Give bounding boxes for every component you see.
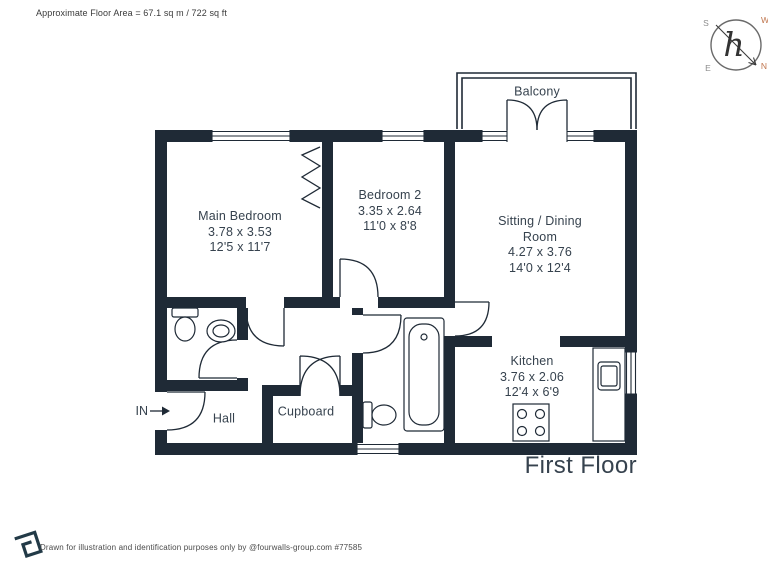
door-arc xyxy=(198,339,238,379)
compass-east: E xyxy=(705,63,711,73)
wardrobe-zigzag xyxy=(300,146,322,209)
sink-icon xyxy=(206,319,236,343)
door-arc xyxy=(506,99,538,131)
room-dim-metric: 3.78 x 3.53 xyxy=(207,224,273,239)
door-arc xyxy=(245,307,285,347)
compass-monogram: h xyxy=(723,25,744,64)
window xyxy=(211,130,637,455)
door-arc xyxy=(339,258,379,298)
door-arc xyxy=(454,301,490,337)
room-dim-imperial: 12'5 x 11'7 xyxy=(209,239,271,254)
room-dim-metric: 4.27 x 3.76 xyxy=(507,245,573,259)
room-label-kitchen: Kitchen 3.76 x 2.06 12'4 x 6'9 xyxy=(500,354,564,401)
door-arc xyxy=(166,391,206,431)
room-dim-imperial: 12'4 x 6'9 xyxy=(504,384,560,399)
floor-area-note: Approximate Floor Area = 67.1 sq m / 722… xyxy=(36,8,227,18)
room-name: Cupboard xyxy=(277,404,335,419)
toilet-icon xyxy=(171,307,199,342)
room-label-balcony: Balcony xyxy=(514,84,560,100)
door-arc xyxy=(536,99,568,131)
stove-icon xyxy=(512,403,550,442)
entrance-arrow-icon xyxy=(150,406,170,416)
room-dim-metric: 3.35 x 2.64 xyxy=(357,203,423,218)
door-arcs xyxy=(166,99,568,431)
room-name: Balcony xyxy=(514,84,560,99)
room-name: Hall xyxy=(212,411,236,426)
door-arc xyxy=(299,355,341,397)
room-name: Kitchen xyxy=(510,353,554,368)
fourwalls-logo xyxy=(14,530,43,559)
toilet-icon xyxy=(362,401,397,429)
kitchen-sink-icon xyxy=(592,347,626,442)
room-label-sitting-dining: Sitting / Dining Room 4.27 x 3.76 14'0 x… xyxy=(490,214,590,276)
balcony-railing xyxy=(456,72,637,129)
floor-title: First Floor xyxy=(524,452,637,479)
room-label-hall: Hall xyxy=(213,411,235,427)
room-label-bedroom-2: Bedroom 2 3.35 x 2.64 11'0 x 8'8 xyxy=(358,188,422,235)
disclaimer-text: Drawn for illustration and identificatio… xyxy=(40,543,363,552)
room-dim-imperial: 14'0 x 12'4 xyxy=(509,260,571,275)
compass-north: N xyxy=(761,61,767,71)
compass-west: W xyxy=(761,15,768,25)
compass-south: S xyxy=(703,18,709,28)
room-name: Sitting / Dining Room xyxy=(498,214,582,244)
entrance-label: IN xyxy=(135,404,149,418)
fixtures xyxy=(171,307,626,442)
room-dim-imperial: 11'0 x 8'8 xyxy=(363,218,417,233)
door-arc xyxy=(362,314,402,354)
door-arc xyxy=(299,355,341,397)
room-label-main-bedroom: Main Bedroom 3.78 x 3.53 12'5 x 11'7 xyxy=(198,209,282,256)
compass-icon: h S W E N xyxy=(703,15,768,73)
room-name: Main Bedroom xyxy=(198,208,282,223)
room-label-cupboard: Cupboard xyxy=(278,404,335,420)
room-name: Bedroom 2 xyxy=(358,187,422,202)
bathtub-icon xyxy=(403,317,445,432)
walls xyxy=(155,130,637,455)
room-dim-metric: 3.76 x 2.06 xyxy=(499,369,565,384)
